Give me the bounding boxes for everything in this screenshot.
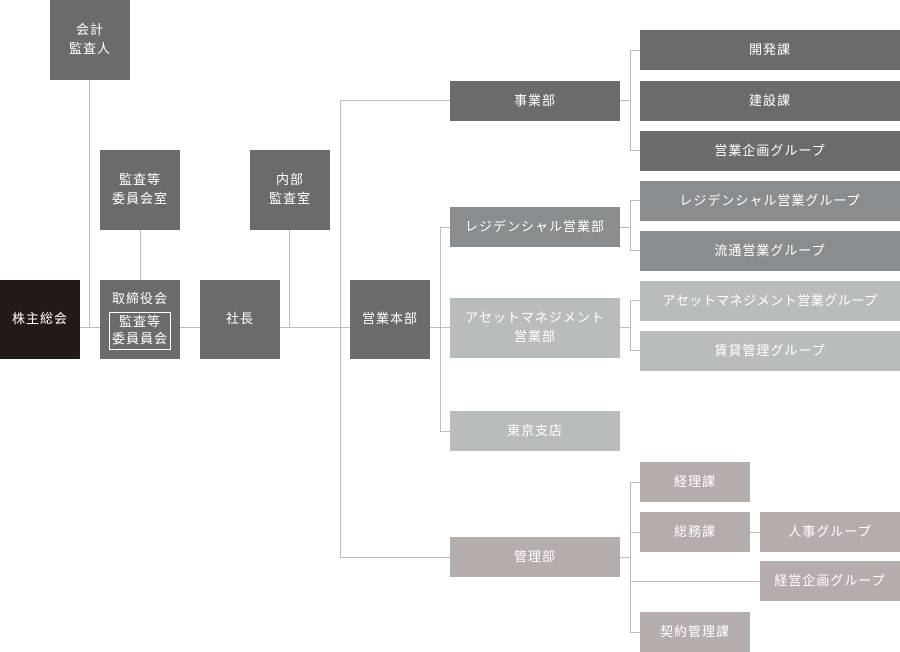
connector-line [620,100,630,101]
connector-line [630,581,760,582]
president-label: 社長 [225,312,254,327]
connector-line [340,557,450,558]
connector-line [630,200,640,201]
connector-line [630,50,631,150]
management-planning-group-label: 経営企画グループ [774,573,886,589]
distribution-sales-group-label: 流通営業グループ [714,243,826,259]
connector-line [630,482,640,483]
accounting-section-label: 経理課 [673,474,716,490]
connector-line [620,557,630,558]
accounting-section-box: 経理課 [640,462,750,502]
board-of-directors-box: 取締役会 監査等 委員員会 [100,280,180,359]
asset-management-dept-box: アセットマネジメント 営業部 [450,298,620,358]
internal-audit-label-line2: 監査室 [268,192,311,207]
hr-group-box: 人事グループ [760,512,900,552]
connector-line [630,632,640,633]
connector-line [750,532,760,533]
internal-audit-box: 内部 監査室 [250,150,330,230]
audit-committee-inner-box: 監査等 委員員会 [108,311,171,350]
hr-group-label: 人事グループ [788,524,872,540]
distribution-sales-group-box: 流通営業グループ [640,231,900,271]
admin-dept-label: 管理部 [513,549,556,565]
connector-line [630,300,640,301]
business-dept-label: 事業部 [513,93,556,109]
connector-line [630,532,640,533]
connector-line [630,482,631,632]
contract-management-section-label: 契約管理課 [659,624,730,640]
connector-line [620,227,630,228]
general-affairs-section-box: 総務課 [640,512,750,552]
business-dept-box: 事業部 [450,81,620,121]
residential-sales-group-box: レジデンシャル営業グループ [640,181,900,221]
connector-line [440,227,441,431]
asset-management-dept-label-line1: アセットマネジメント [465,311,605,326]
connector-line [620,327,630,328]
development-section-label: 開発課 [748,42,791,58]
audit-committee-office-label-line2: 委員会室 [111,192,168,207]
accounting-auditor-box: 会計 監査人 [50,0,130,80]
audit-committee-inner-label-line2: 委員員会 [111,331,168,347]
connector-line [89,80,90,327]
connector-line [630,200,631,250]
connector-line [440,227,450,228]
shareholders-meeting-box: 株主総会 [0,280,80,359]
development-section-box: 開発課 [640,30,900,70]
sales-hq-label: 営業本部 [361,312,418,327]
board-of-directors-label: 取締役会 [111,291,168,307]
audit-committee-office-label-line1: 監査等 [118,173,161,188]
accounting-auditor-label-line2: 監査人 [68,42,111,57]
asset-management-group-label: アセットマネジメント営業グループ [662,293,878,309]
residential-sales-dept-label: レジデンシャル営業部 [464,219,605,235]
asset-management-dept-label-line2: 営業部 [513,330,556,345]
internal-audit-label-line1: 内部 [275,173,304,188]
accounting-auditor-label-line1: 会計 [75,23,104,38]
management-planning-group-box: 経営企画グループ [760,561,900,601]
tokyo-branch-label: 東京支店 [506,423,563,439]
sales-planning-group-label: 営業企画グループ [714,143,826,159]
connector-line [289,230,290,327]
construction-section-label: 建設課 [748,93,791,109]
connector-line [440,431,450,432]
contract-management-section-box: 契約管理課 [640,612,750,652]
president-box: 社長 [200,280,280,359]
connector-line [630,350,640,351]
general-affairs-section-label: 総務課 [673,524,716,540]
asset-management-group-box: アセットマネジメント営業グループ [640,281,900,321]
construction-section-box: 建設課 [640,81,900,121]
rental-management-group-label: 賃貸管理グループ [714,343,826,359]
audit-committee-inner-label-line1: 監査等 [118,314,161,330]
residential-sales-group-label: レジデンシャル営業グループ [679,193,861,209]
connector-line [340,100,450,101]
connector-line [140,230,141,280]
connector-line [630,300,631,350]
connector-line [630,50,640,51]
connector-line [630,150,640,151]
residential-sales-dept-box: レジデンシャル営業部 [450,207,620,247]
shareholders-meeting-label: 株主総会 [11,312,68,327]
rental-management-group-box: 賃貸管理グループ [640,331,900,371]
sales-hq-box: 営業本部 [350,280,430,359]
admin-dept-box: 管理部 [450,537,620,577]
audit-committee-office-box: 監査等 委員会室 [100,150,180,230]
tokyo-branch-box: 東京支店 [450,411,620,451]
sales-planning-group-box: 営業企画グループ [640,131,900,171]
connector-line [340,100,341,557]
connector-line [630,250,640,251]
